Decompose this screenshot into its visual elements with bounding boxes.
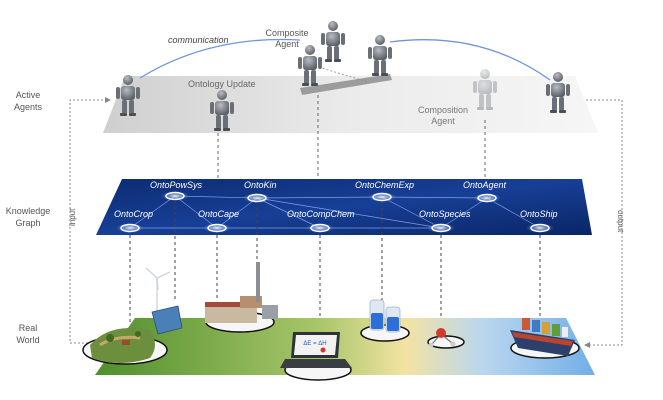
output-arrow-frame bbox=[578, 99, 623, 346]
chemical-plant-icon bbox=[205, 262, 278, 323]
active-agents-label-line2: Agents bbox=[14, 102, 43, 112]
kg-edges bbox=[129, 195, 541, 229]
input-arrow-frame bbox=[69, 99, 105, 344]
laptop-icon: ΔE = ΔH bbox=[280, 332, 352, 368]
composite-agent-table bbox=[300, 74, 392, 95]
communication-arc-left bbox=[139, 38, 301, 79]
kg-nodes bbox=[116, 191, 554, 233]
communication-arc-right bbox=[389, 39, 551, 81]
node-onto-pow-sys bbox=[161, 191, 189, 201]
node-onto-agent bbox=[473, 193, 501, 203]
communication-label: communication bbox=[168, 35, 229, 45]
output-arrowhead bbox=[584, 342, 590, 348]
molecule-icon bbox=[428, 328, 456, 348]
robot-agent-icon bbox=[321, 21, 345, 62]
real-world-label-line2: World bbox=[16, 335, 39, 345]
label-onto-crop: OntoCrop bbox=[114, 209, 153, 219]
node-onto-crop bbox=[116, 223, 144, 233]
agent-kg-connectors bbox=[217, 95, 486, 180]
kg-world-connectors bbox=[129, 200, 541, 340]
knowledge-graph-label-line1: Knowledge bbox=[6, 206, 51, 216]
composite-agent-label-line1: Composite bbox=[265, 28, 308, 38]
knowledge-graph-plane bbox=[96, 179, 592, 235]
active-agents-label-line1: Active bbox=[16, 90, 41, 100]
composite-agent-label-line2: Agent bbox=[275, 39, 299, 49]
node-onto-chem-exp bbox=[368, 192, 396, 202]
node-onto-comp-chem bbox=[306, 223, 334, 233]
node-onto-kin bbox=[243, 193, 271, 203]
label-onto-chem-exp: OntoChemExp bbox=[355, 180, 414, 190]
label-onto-kin: OntoKin bbox=[244, 180, 277, 190]
ship-icon bbox=[510, 318, 575, 356]
composition-agent-label-line2: Agent bbox=[431, 116, 455, 126]
robot-agent-icon bbox=[368, 35, 392, 76]
beaker-icon bbox=[369, 299, 401, 333]
label-onto-comp-chem: OntoCompChem bbox=[287, 209, 355, 219]
solar-panel-icon bbox=[151, 305, 183, 335]
real-world-plane bbox=[95, 318, 595, 375]
real-world-label-line1: Real bbox=[19, 323, 38, 333]
label-onto-species: OntoSpecies bbox=[419, 209, 471, 219]
node-onto-species bbox=[427, 223, 455, 233]
input-label: input bbox=[68, 208, 77, 226]
label-onto-agent: OntoAgent bbox=[463, 180, 507, 190]
label-onto-pow-sys: OntoPowSys bbox=[150, 180, 203, 190]
composition-agent-label-line1: Composition bbox=[418, 105, 468, 115]
label-onto-cape: OntoCape bbox=[198, 209, 239, 219]
node-onto-cape bbox=[203, 223, 231, 233]
output-label: output bbox=[616, 210, 625, 233]
ontology-update-label: Ontology Update bbox=[188, 79, 256, 89]
laptop-screen-text: ΔE = ΔH bbox=[303, 341, 326, 347]
input-arrowhead bbox=[105, 97, 111, 103]
label-onto-ship: OntoShip bbox=[520, 209, 558, 219]
knowledge-graph-label-line2: Graph bbox=[15, 218, 40, 228]
node-onto-ship bbox=[526, 223, 554, 233]
farm-island-icon bbox=[90, 327, 155, 363]
